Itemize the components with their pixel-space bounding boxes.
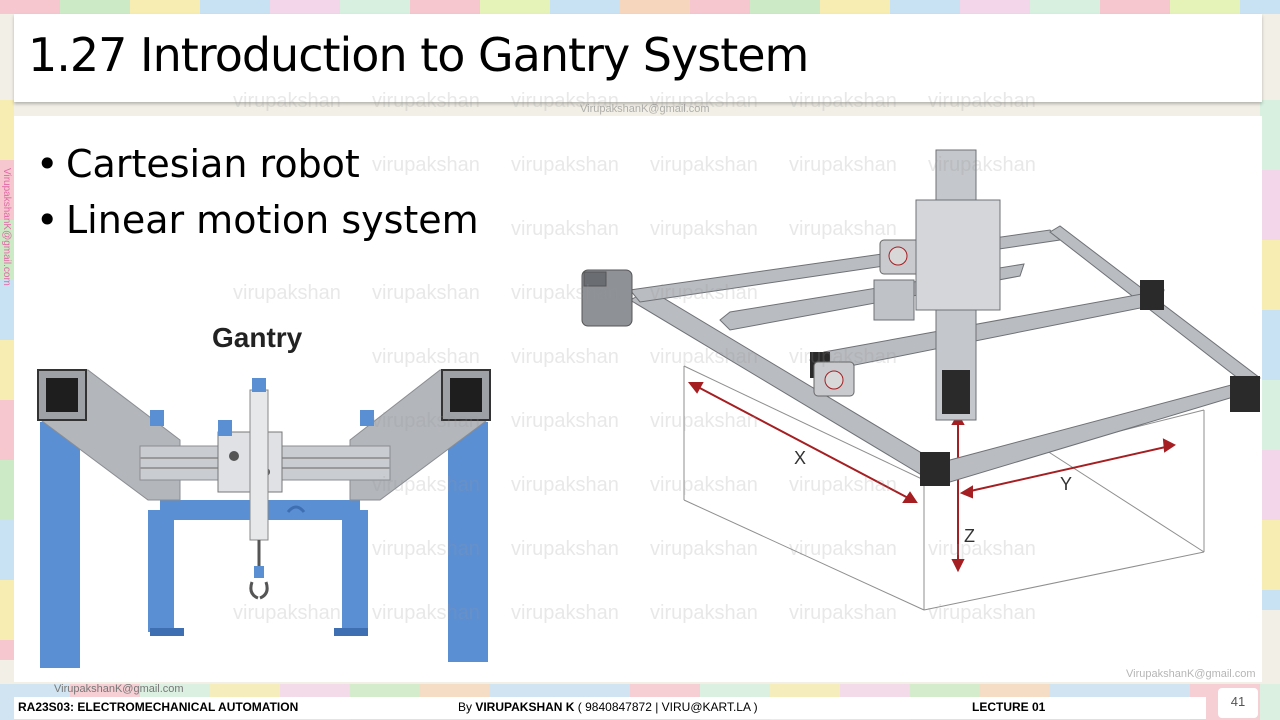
decorative-tiles-left xyxy=(0,100,14,660)
gantry-leg-right xyxy=(448,422,488,662)
x-axis-label: X xyxy=(794,448,806,468)
decorative-tiles-right xyxy=(1260,100,1280,610)
page-number-box xyxy=(1218,688,1258,718)
footer-author: By VIRUPAKSHAN K ( 9840847872 | VIRU@KAR… xyxy=(458,700,758,714)
y-axis-label: Y xyxy=(1060,474,1072,494)
side-email-watermark: VirupakshanK@gmail.com xyxy=(1,168,12,286)
y-axis-arrow xyxy=(965,445,1171,493)
gantry-leg-inner-left xyxy=(148,510,174,632)
footer-by-prefix: By xyxy=(458,700,476,714)
bullet-text: Cartesian robot xyxy=(66,142,360,186)
footer-bar xyxy=(14,697,1206,719)
frame-rail-front-right xyxy=(928,379,1251,483)
bullet-list: •Cartesian robot •Linear motion system xyxy=(36,136,479,248)
gantry-label: Gantry xyxy=(212,322,303,353)
footer-contact: ( 9840847872 | VIRU@KART.LA ) xyxy=(574,700,758,714)
bullet-text: Linear motion system xyxy=(66,198,479,242)
z-axis-label: Z xyxy=(964,526,975,546)
gantry-z-column xyxy=(249,389,269,541)
x-axis-arrow xyxy=(695,385,913,501)
cartesian-robot-illustration: X Y Z xyxy=(581,149,1261,611)
footer-course: RA23S03: ELECTROMECHANICAL AUTOMATION xyxy=(18,700,299,714)
gantry-gripper xyxy=(249,581,269,600)
footer-author-name: VIRUPAKSHAN K xyxy=(475,700,575,714)
gantry-leg-inner-right xyxy=(342,510,368,632)
bullet-icon: • xyxy=(36,198,59,242)
page-number: 41 xyxy=(1230,694,1246,709)
bullet-item: •Linear motion system xyxy=(36,192,479,248)
bullet-item: •Cartesian robot xyxy=(36,136,479,192)
gantry-leg-left xyxy=(40,422,80,668)
carriage-motor xyxy=(879,239,927,275)
title-bar: 1.27 Introduction to Gantry System xyxy=(14,14,1262,102)
slide-title: 1.27 Introduction to Gantry System xyxy=(28,28,809,82)
y-axis-motor xyxy=(813,361,855,397)
content-panel: •Cartesian robot •Linear motion system xyxy=(14,116,1262,682)
watermark-email: VirupakshanK@gmail.com xyxy=(54,683,184,695)
x-axis-motor xyxy=(581,269,633,327)
footer-lecture: LECTURE 01 xyxy=(972,700,1046,714)
watermark-email: VirupakshanK@gmail.com xyxy=(1126,668,1256,680)
gantry-illustration xyxy=(37,369,491,668)
bullet-icon: • xyxy=(36,142,59,186)
watermark-email: VirupakshanK@gmail.com xyxy=(580,103,710,115)
